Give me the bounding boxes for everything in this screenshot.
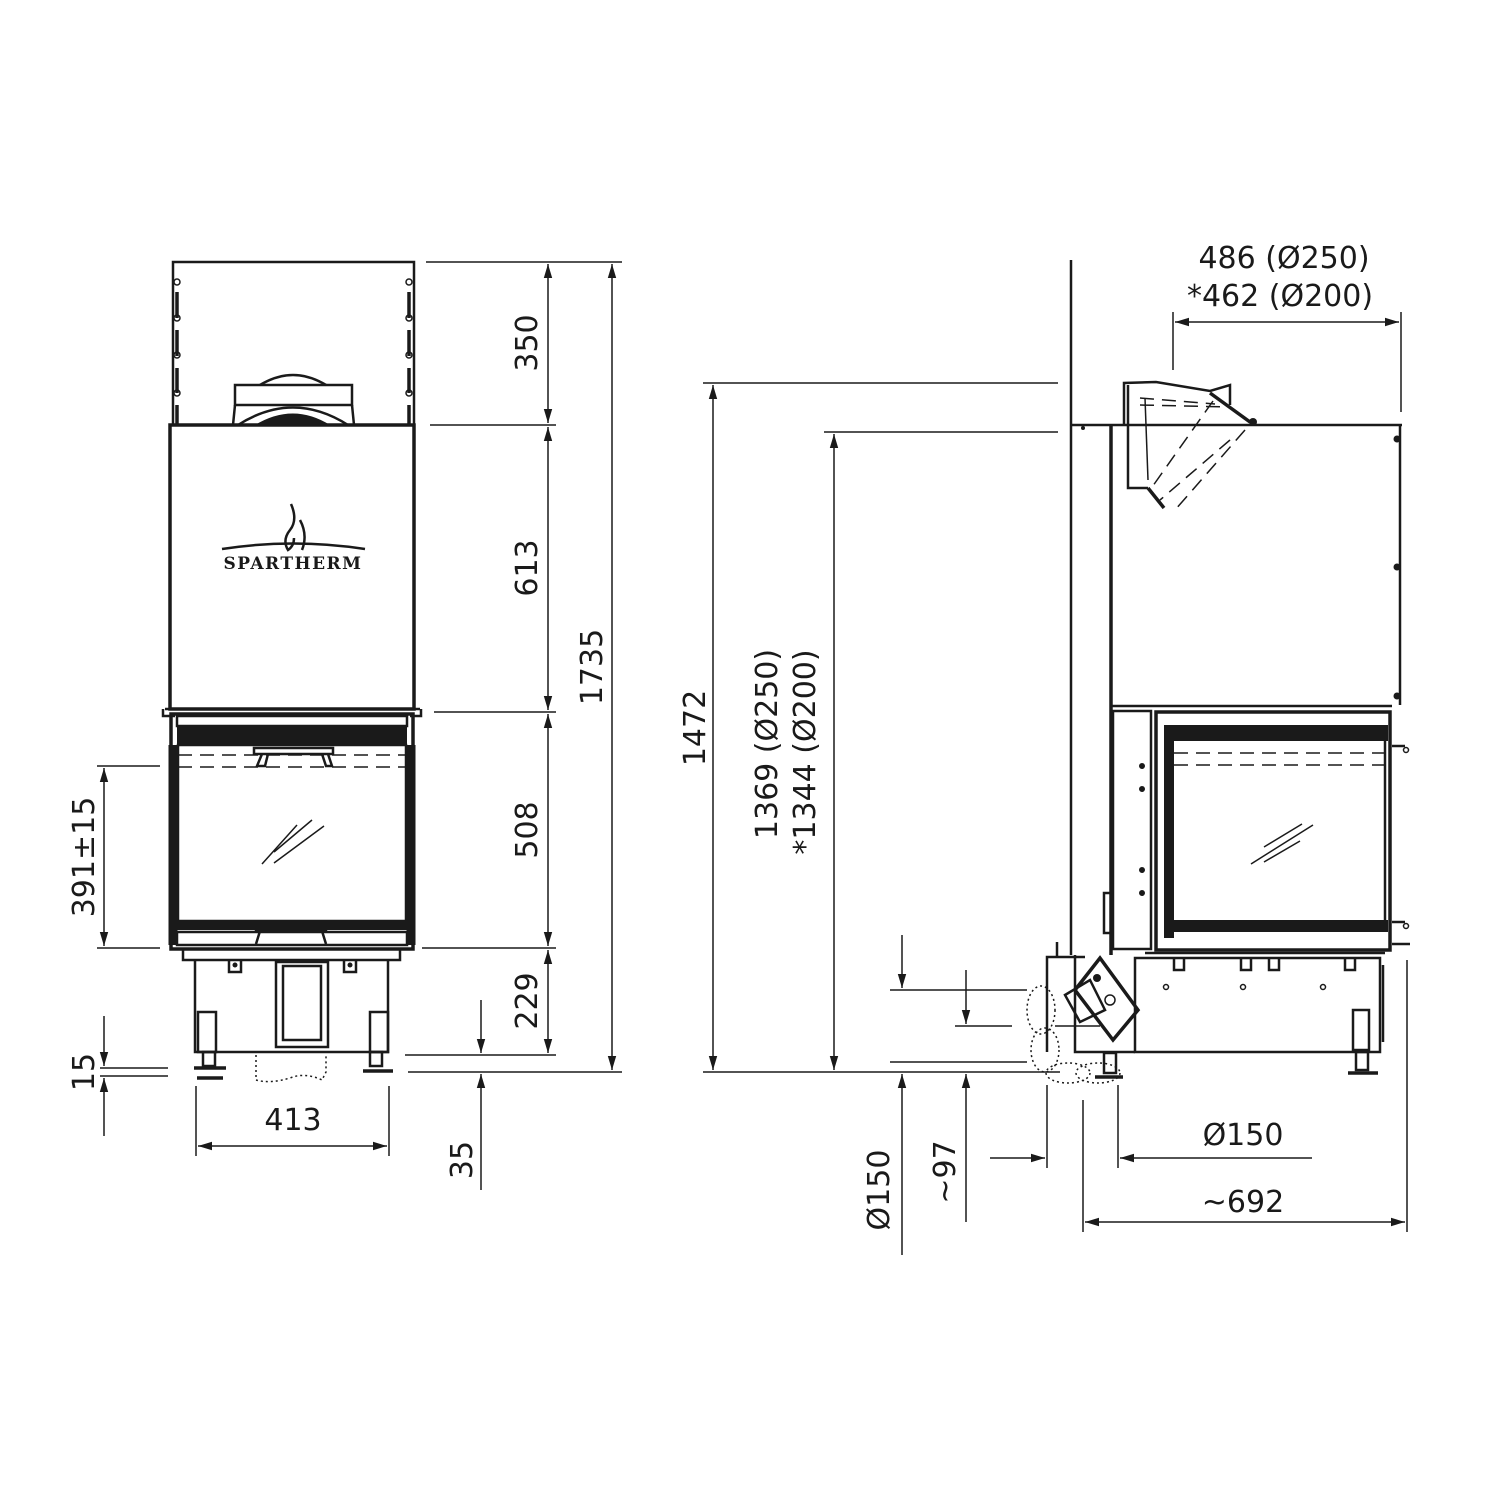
dim-overall-height: 1472 — [678, 690, 713, 766]
dim-foot-adjust: 15 — [67, 1053, 102, 1091]
dim-flue-height: 1369 (Ø250) — [750, 649, 785, 839]
dim-base-height: 229 — [510, 972, 545, 1029]
side-door — [1102, 709, 1410, 952]
front-dimensions: 350 613 508 229 1735 391±15 15 35 — [67, 261, 622, 1190]
dim-air-inlet-diameter-v: Ø150 — [862, 1150, 897, 1231]
side-base — [1026, 942, 1385, 1084]
side-upper-casing — [1071, 423, 1402, 955]
base-stand — [181, 950, 402, 1083]
dim-flue-offset-alt: *462 (Ø200) — [1187, 279, 1373, 314]
side-dimensions: 486 (Ø250) *462 (Ø200) 1472 1369 (Ø250) … — [678, 241, 1408, 1255]
flue-collar — [171, 260, 416, 427]
dim-flue-collar-height: 350 — [510, 314, 545, 371]
dim-upper-casing-height: 613 — [510, 539, 545, 596]
adjustable-feet — [194, 1050, 393, 1080]
glass-hatch — [261, 819, 325, 865]
flue-elbow — [1122, 380, 1257, 511]
dim-air-inlet-height: ~97 — [928, 1140, 963, 1203]
dim-depth: ~692 — [1202, 1185, 1284, 1220]
dim-air-inlet-diameter-h: Ø150 — [1203, 1118, 1284, 1153]
flue-spigot — [231, 373, 356, 427]
dim-flue-height-alt: *1344 (Ø200) — [788, 649, 823, 854]
upper-casing: SPARTHERM — [161, 423, 423, 718]
left-slot-rail — [173, 278, 181, 425]
dim-foot-spacing: 413 — [264, 1103, 321, 1138]
spartherm-logo: SPARTHERM — [221, 503, 366, 574]
firebox-door — [168, 712, 416, 951]
right-slot-rail — [405, 278, 413, 425]
logo-text: SPARTHERM — [224, 554, 363, 574]
dim-glass-height: 391±15 — [67, 797, 102, 918]
dim-flue-offset: 486 (Ø250) — [1198, 241, 1369, 276]
dim-foot-offset: 35 — [445, 1141, 480, 1179]
front-view: SPARTHERM — [67, 260, 622, 1190]
side-glass-hatch — [1250, 823, 1314, 865]
dim-door-height: 508 — [510, 801, 545, 858]
dim-total-height: 1735 — [575, 629, 610, 705]
side-view: 486 (Ø250) *462 (Ø200) 1472 1369 (Ø250) … — [678, 241, 1410, 1255]
